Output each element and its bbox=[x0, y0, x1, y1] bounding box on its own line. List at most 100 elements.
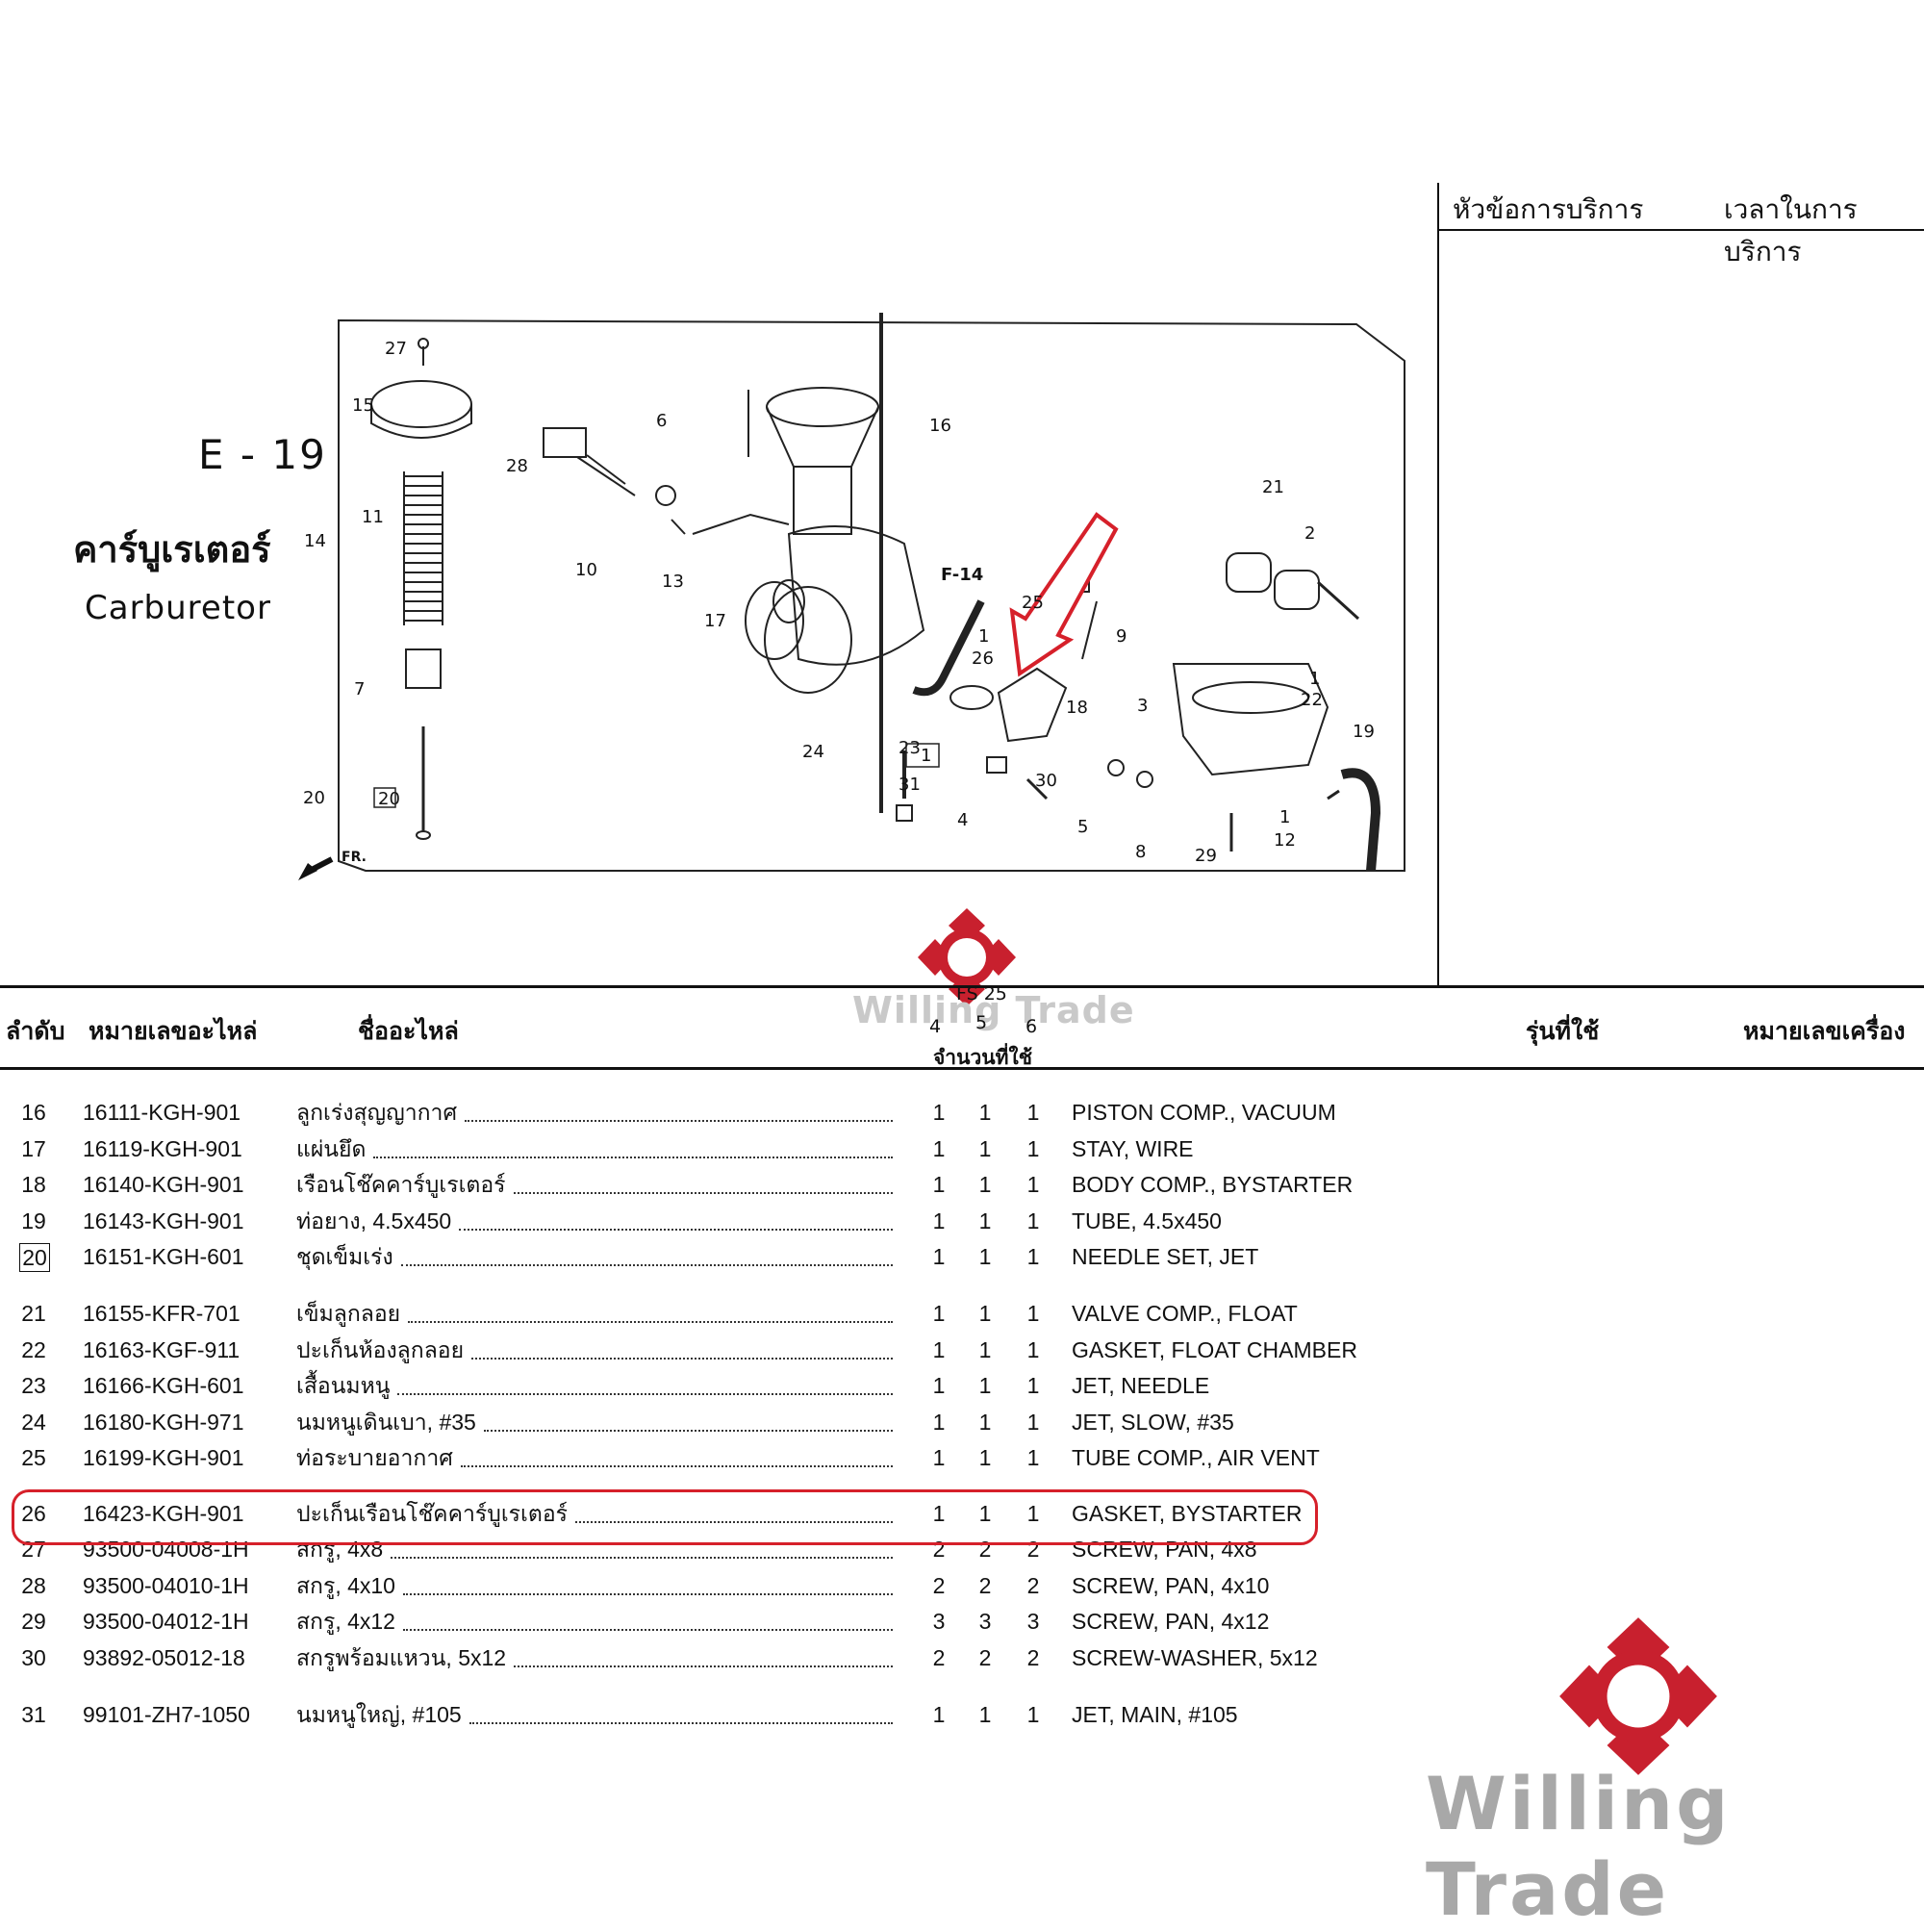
qty-value: 1 bbox=[978, 1373, 992, 1398]
part-name-english: SCREW-WASHER, 5x12 bbox=[1072, 1645, 1318, 1670]
qty-value: 1 bbox=[1026, 1100, 1040, 1125]
callout: 3 bbox=[1137, 696, 1148, 716]
callout: 26 bbox=[972, 648, 994, 669]
part-number: 16151-KGH-601 bbox=[83, 1244, 244, 1269]
tube-19 bbox=[1340, 768, 1381, 872]
dot-leader bbox=[402, 1629, 893, 1631]
row-number: 25 bbox=[21, 1445, 46, 1470]
qty-value: 3 bbox=[1026, 1609, 1040, 1634]
callout: 7 bbox=[354, 679, 365, 699]
callout: 21 bbox=[1262, 477, 1284, 497]
spring-11 bbox=[403, 471, 443, 625]
service-time-header: เวลาในการบริการ bbox=[1724, 193, 1858, 267]
qty-value: 1 bbox=[1026, 1244, 1040, 1269]
section-title-english: Carburetor bbox=[85, 589, 271, 627]
part-name-english: VALVE COMP., FLOAT bbox=[1072, 1301, 1298, 1326]
brand-watermark-small: Willing Trade bbox=[852, 989, 1135, 1031]
qty-value: 1 bbox=[1026, 1445, 1040, 1470]
row-number: 16 bbox=[21, 1100, 46, 1125]
part-name-english: SCREW, PAN, 4x12 bbox=[1072, 1609, 1270, 1634]
col-header-engine-no: หมายเลขเครื่อง bbox=[1743, 1017, 1906, 1045]
brand-name: Willing Trade bbox=[1426, 1761, 1732, 1932]
col-header-no: ลำดับ bbox=[6, 1017, 65, 1045]
callout: 1 bbox=[978, 626, 989, 647]
callout: F-14 bbox=[941, 565, 983, 585]
part-name-english: GASKET, BYSTARTER bbox=[1072, 1501, 1303, 1526]
part-name-thai: นมหนูเดินเบา, #35 bbox=[296, 1410, 476, 1435]
qty-value: 3 bbox=[932, 1609, 946, 1634]
callout: 16 bbox=[929, 416, 951, 436]
qty-value: 2 bbox=[978, 1645, 992, 1670]
dot-leader bbox=[397, 1393, 893, 1395]
callout: 1 bbox=[921, 746, 931, 766]
willing-trade-logo-icon-large bbox=[1559, 1617, 1717, 1775]
part-name-thai: ชุดเข็มเร่ง bbox=[296, 1244, 393, 1269]
part-name-english: PISTON COMP., VACUUM bbox=[1072, 1100, 1336, 1125]
service-panel-divider bbox=[1437, 183, 1439, 986]
dot-leader bbox=[460, 1465, 893, 1467]
part-number: 16199-KGH-901 bbox=[83, 1445, 244, 1470]
part-name-english: TUBE, 4.5x450 bbox=[1072, 1208, 1222, 1233]
callout: 1 bbox=[1279, 807, 1290, 827]
col-header-qty: จำนวนที่ใช้ bbox=[933, 1046, 1032, 1069]
part-number: 16140-KGH-901 bbox=[83, 1172, 244, 1197]
part-name-thai: เรือนโช๊คคาร์บูเรเตอร์ bbox=[296, 1172, 506, 1197]
part-number: 16166-KGH-601 bbox=[83, 1373, 244, 1398]
qty-value: 1 bbox=[1026, 1136, 1040, 1161]
callout: 27 bbox=[385, 339, 407, 359]
diaphragm-cover bbox=[370, 380, 472, 428]
table-header-bottom-rule bbox=[0, 1067, 1924, 1070]
qty-value: 1 bbox=[1026, 1208, 1040, 1233]
callout: 12 bbox=[1274, 830, 1296, 851]
qty-value: 1 bbox=[932, 1100, 946, 1125]
callout: 20 bbox=[378, 789, 400, 809]
carburetor-body bbox=[787, 525, 925, 666]
qty-model-label: FS 25 bbox=[956, 983, 1007, 1004]
part-number: 16423-KGH-901 bbox=[83, 1501, 244, 1526]
callout: 17 bbox=[704, 611, 726, 631]
callout: 31 bbox=[899, 775, 921, 795]
part-number: 16119-KGH-901 bbox=[83, 1136, 242, 1161]
col-header-model: รุ่นที่ใช้ bbox=[1526, 1017, 1600, 1045]
qty-value: 1 bbox=[978, 1136, 992, 1161]
stay-wire-17 bbox=[692, 513, 790, 535]
callout: 23 bbox=[899, 738, 921, 758]
qty-value: 1 bbox=[978, 1244, 992, 1269]
callout: 4 bbox=[957, 810, 968, 830]
screw-27 bbox=[418, 338, 429, 349]
part-name-thai: แผ่นยึด bbox=[296, 1136, 367, 1161]
part-name-thai: ท่อระบายอากาศ bbox=[296, 1445, 453, 1470]
part-number: 16180-KGH-971 bbox=[83, 1410, 244, 1435]
row-number: 21 bbox=[21, 1301, 46, 1326]
carburetor-exploded-diagram: 27 15 28 6 16 11 14 10 13 21 2 17 F-14 2… bbox=[298, 313, 1405, 880]
qty-value: 2 bbox=[932, 1573, 946, 1598]
qty-value: 1 bbox=[932, 1702, 946, 1727]
dot-leader bbox=[575, 1521, 893, 1523]
part-name-english: JET, SLOW, #35 bbox=[1072, 1410, 1234, 1435]
callout: FR. bbox=[342, 850, 367, 865]
row-number: 28 bbox=[21, 1573, 46, 1598]
section-title-thai: คาร์บูเรเตอร์ bbox=[73, 528, 271, 571]
callout: 2 bbox=[1304, 523, 1315, 544]
qty-value: 1 bbox=[932, 1208, 946, 1233]
part-number: 16111-KGH-901 bbox=[83, 1100, 241, 1125]
qty-value: 2 bbox=[1026, 1645, 1040, 1670]
table-header-top-rule bbox=[0, 985, 1924, 988]
qty-value: 1 bbox=[978, 1410, 992, 1435]
part-number: 16143-KGH-901 bbox=[83, 1208, 244, 1233]
qty-value: 1 bbox=[978, 1501, 992, 1526]
qty-value: 1 bbox=[978, 1702, 992, 1727]
part-name-thai: ท่อยาง, 4.5x450 bbox=[296, 1208, 452, 1233]
qty-value: 1 bbox=[978, 1301, 992, 1326]
callout: 14 bbox=[304, 531, 326, 551]
